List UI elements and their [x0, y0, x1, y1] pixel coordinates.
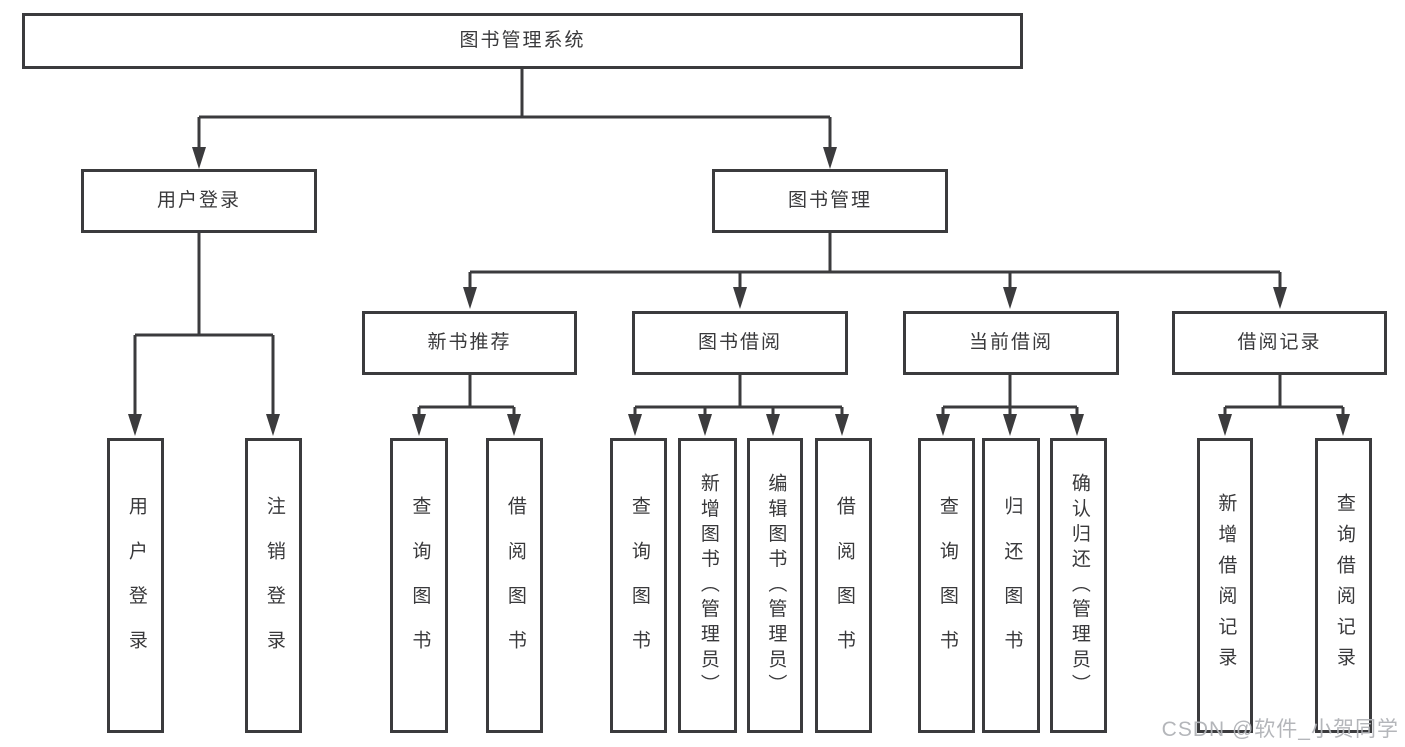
node-current-borrowing: 当前借阅 — [903, 311, 1119, 375]
node-borrowing-records: 借阅记录 — [1172, 311, 1387, 375]
node-library-management-system: 图书管理系统 — [22, 13, 1023, 69]
node-book-borrowing: 图书借阅 — [632, 311, 848, 375]
node-book-management: 图书管理 — [712, 169, 948, 233]
leaf-current-query-book: 查询图书 — [918, 438, 975, 733]
leaf-borrowing-query-book: 查询图书 — [610, 438, 667, 733]
leaf-current-confirm-return-admin: 确认归还（管理员） — [1050, 438, 1107, 733]
leaf-recommend-borrow-book: 借阅图书 — [486, 438, 543, 733]
node-user-login: 用户登录 — [81, 169, 317, 233]
leaf-records-query-record: 查询借阅记录 — [1315, 438, 1372, 733]
node-new-book-recommend: 新书推荐 — [362, 311, 577, 375]
leaf-borrowing-edit-book-admin: 编辑图书（管理员） — [747, 438, 803, 733]
connector-stems — [133, 69, 1345, 420]
leaf-records-add-record: 新增借阅记录 — [1197, 438, 1253, 733]
watermark: CSDN @软件_小贺同学 — [1161, 718, 1399, 741]
leaf-logout: 注销登录 — [245, 438, 302, 733]
connector-arrowheads — [128, 147, 1350, 436]
leaf-borrowing-add-book-admin: 新增图书（管理员） — [678, 438, 737, 733]
leaf-current-return-book: 归还图书 — [982, 438, 1040, 733]
leaf-borrowing-borrow-book: 借阅图书 — [815, 438, 872, 733]
leaf-user-login: 用户登录 — [107, 438, 164, 733]
leaf-recommend-query-book: 查询图书 — [390, 438, 448, 733]
